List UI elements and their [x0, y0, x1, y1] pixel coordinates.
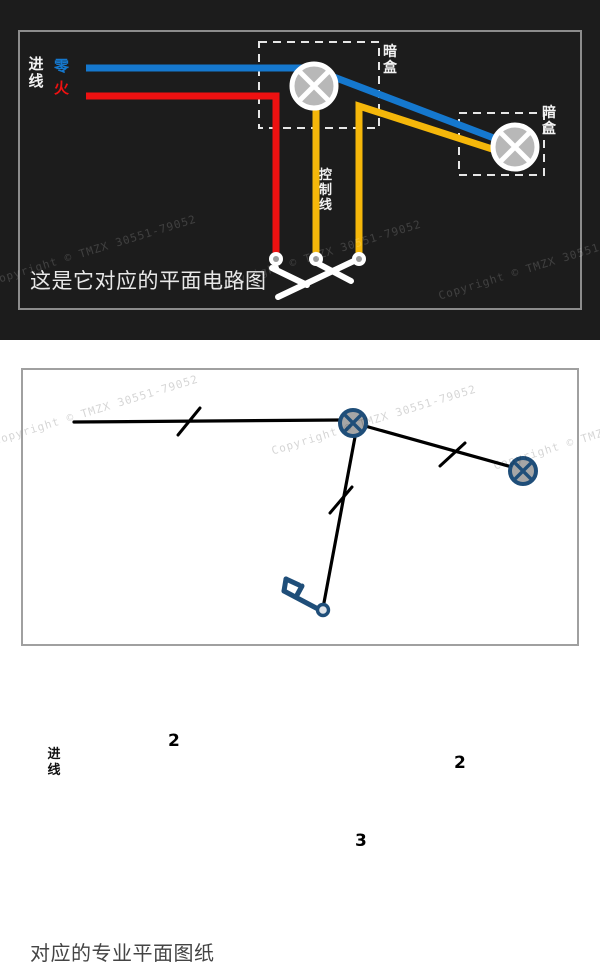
tick-mark-switch	[328, 485, 354, 515]
top-circuit-svg	[86, 41, 545, 300]
label-wire-count-main: 2	[168, 731, 180, 751]
label-incoming-line-bottom: 进线	[47, 747, 61, 778]
control-wire-lamp2	[355, 101, 522, 258]
label-control-line: 控制线	[318, 168, 332, 213]
switch-terminal-3-core	[356, 256, 362, 262]
label-incoming-line-top: 进线	[28, 55, 44, 90]
live-wire-red	[86, 92, 280, 258]
tick-mark-main	[176, 406, 202, 437]
switch-terminal-1-core	[273, 256, 279, 262]
top-diagram-panel: 进线 零 火 暗盒 暗盒 控制线 这是它对应的平面电路图 Copyright ©…	[0, 0, 600, 340]
switch-icon-plan	[281, 576, 331, 618]
bottom-diagram-panel: 进线 2 2 3 对应的专业平面图纸 Copyright © TMZX 3055…	[0, 340, 600, 965]
lamp-icon-plan-2	[508, 456, 538, 486]
tick-mark-branch	[438, 441, 467, 468]
switch-arm-1	[269, 265, 310, 288]
caption-bottom: 对应的专业平面图纸	[30, 941, 215, 965]
label-wire-count-switch: 3	[355, 831, 367, 851]
switch-arm-3	[275, 257, 359, 300]
bottom-plan-svg	[72, 406, 538, 618]
line-branch	[363, 424, 514, 469]
lamp-icon-2	[490, 122, 540, 172]
concealed-box-2	[458, 112, 545, 176]
switch-terminal-2-core	[313, 256, 319, 262]
lamp-icon-1	[289, 61, 339, 111]
lamp-icon-plan-1	[338, 408, 368, 438]
label-wire-count-branch: 2	[454, 753, 466, 773]
line-incoming	[72, 418, 342, 424]
label-live: 火	[54, 79, 70, 97]
label-concealed-box-1: 暗盒	[383, 44, 397, 76]
label-neutral: 零	[54, 57, 70, 75]
label-concealed-box-2: 暗盒	[542, 105, 556, 137]
line-to-switch	[321, 435, 357, 610]
top-diagram-frame	[18, 30, 582, 310]
caption-top: 这是它对应的平面电路图	[30, 269, 267, 293]
